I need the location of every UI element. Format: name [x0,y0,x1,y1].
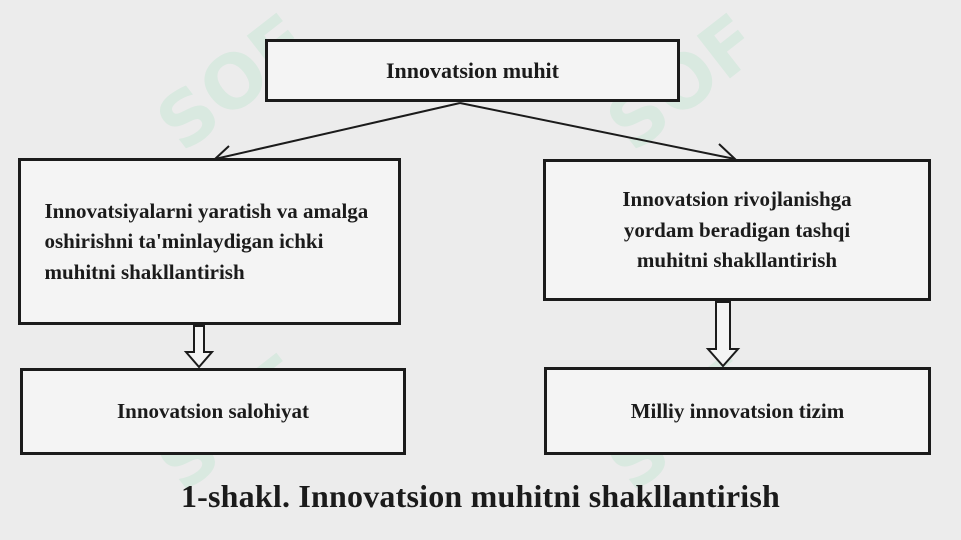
arrow-to-right-box [459,102,736,160]
box-national-innovation-system: Milliy innovatsion tizim [544,367,931,455]
arrow-to-left-box [214,102,461,160]
box-external-environment: Innovatsion rivojlanishga yordam beradig… [543,159,931,301]
box-label: Innovatsion salohiyat [117,399,309,423]
box-internal-environment: Innovatsiyalarni yaratish va amalga oshi… [18,158,401,325]
box-label: Innovatsion rivojlanishga yordam beradig… [622,187,852,273]
box-innovation-potential: Innovatsion salohiyat [20,368,406,455]
hollow-down-arrow-right [705,301,741,368]
figure-caption: 1-shakl. Innovatsion muhitni shakllantir… [180,478,781,514]
box-label: Innovatsion muhit [385,57,559,83]
hollow-down-arrow-left [183,325,215,369]
box-label: Milliy innovatsion tizim [630,398,845,423]
box-label: Innovatsiyalarni yaratish va amalga oshi… [44,198,369,284]
box-innovation-environment: Innovatsion muhit [265,39,680,102]
